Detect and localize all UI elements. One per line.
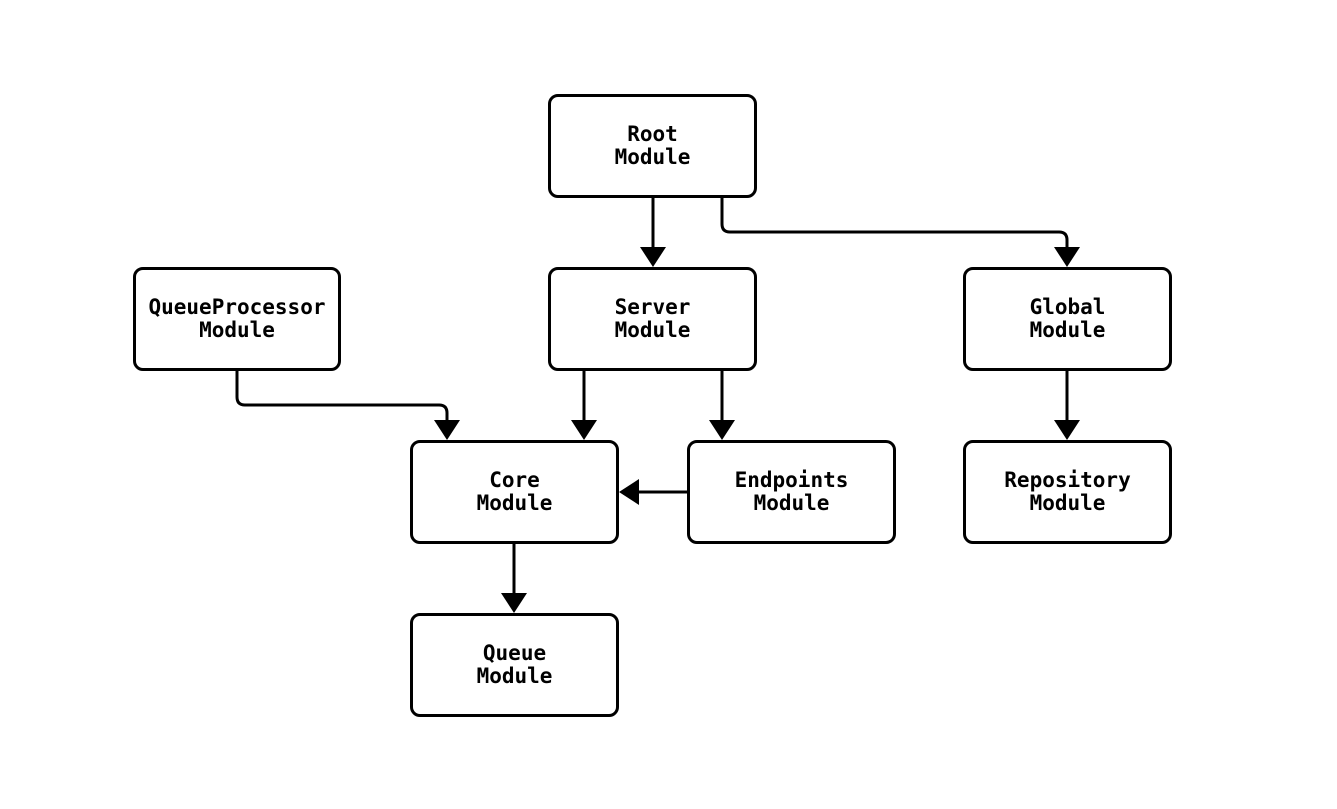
node-label-line: Module: [753, 491, 830, 515]
arrowhead-icon: [640, 247, 666, 267]
edge-core-to-queue: [501, 544, 527, 613]
edge-endpoints-to-core: [619, 479, 687, 505]
node-label-line: QueueProcessor: [148, 295, 326, 319]
node-label-line: Module: [476, 491, 553, 515]
arrowhead-icon: [1054, 420, 1080, 440]
node-label-line: Root: [627, 122, 678, 146]
arrowhead-icon: [571, 420, 597, 440]
arrowhead-icon: [619, 479, 639, 505]
edge-line: [235, 371, 449, 420]
edge-root-to-server: [640, 198, 666, 267]
node-label-line: Module: [1029, 318, 1106, 342]
node-label-line: Queue: [482, 641, 547, 665]
node-label-line: Module: [199, 318, 275, 342]
arrowhead-icon: [501, 593, 527, 613]
node-label-line: Module: [1029, 491, 1106, 515]
node-label-line: Core: [489, 468, 540, 492]
node-label-line: Repository: [1004, 468, 1131, 492]
edge-queueprocessor-to-core: [235, 371, 460, 440]
edge-line: [720, 198, 1069, 247]
arrowhead-icon: [1054, 247, 1080, 267]
node-label-line: Module: [614, 145, 691, 169]
node-label-line: Endpoints: [734, 468, 849, 492]
node-label-line: Module: [476, 664, 553, 688]
node-label-line: Module: [614, 318, 691, 342]
node-label-line: Global: [1029, 295, 1106, 319]
node-label-line: Server: [614, 295, 691, 319]
edge-server-to-core: [571, 371, 597, 440]
arrowhead-icon: [434, 420, 460, 440]
edge-root-to-global: [720, 198, 1080, 267]
edge-global-to-repository: [1054, 371, 1080, 440]
edge-server-to-endpoints: [709, 371, 735, 440]
arrowhead-icon: [709, 420, 735, 440]
